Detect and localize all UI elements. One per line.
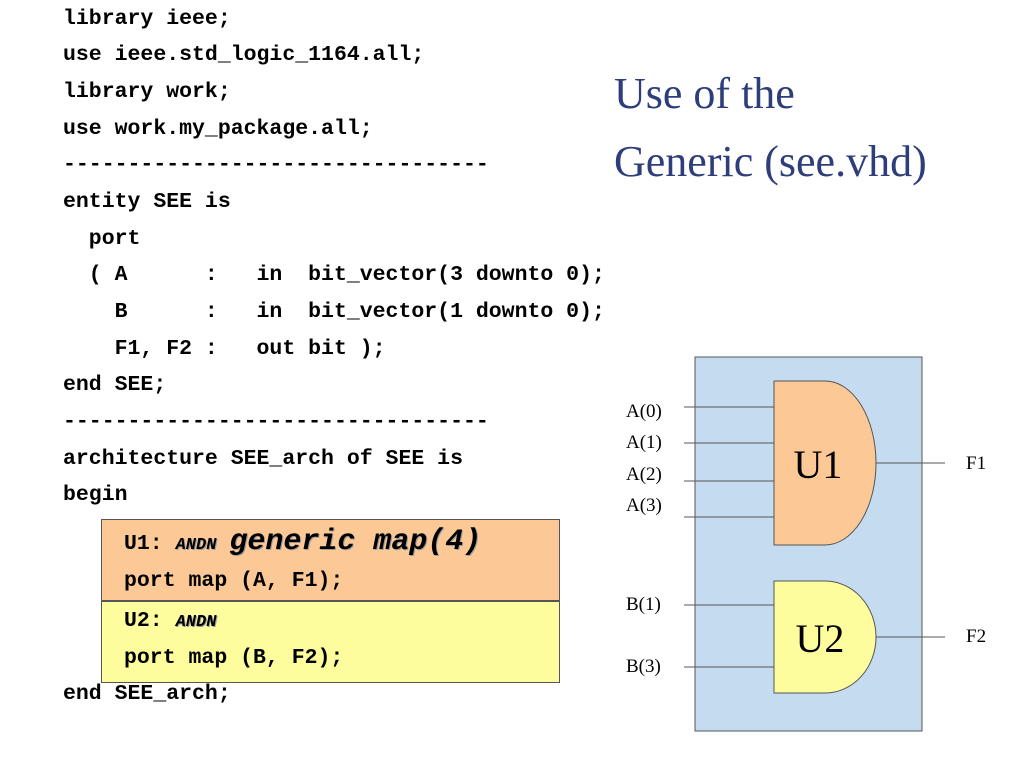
- u1-gate-label: U1: [794, 442, 843, 487]
- u2-gate-label: U2: [796, 616, 845, 661]
- slide-title-line-2: Generic (see.vhd): [614, 137, 927, 186]
- code-end-line: end SEE_arch;: [63, 682, 231, 706]
- u1-and-gate-shape: [773, 380, 877, 546]
- u1-instance-line: U1: ANDN generic map(4): [124, 527, 481, 559]
- code-line-7: port: [63, 227, 141, 251]
- u2-input-label-0: B(1): [626, 594, 661, 615]
- u1-input-label-2: A(2): [626, 464, 662, 485]
- u2-instance-line: U2: ANDN: [124, 608, 216, 636]
- u1-input-label-3: A(3): [626, 495, 662, 516]
- code-line-13: architecture SEE_arch of SEE is: [63, 447, 463, 471]
- u2-component-name: ANDN: [175, 613, 217, 632]
- code-line-8: ( A : in bit_vector(3 downto 0);: [63, 263, 605, 287]
- u2-code-box: U2: ANDN port map (B, F2);: [101, 601, 560, 683]
- u1-generic-map: generic map(4): [229, 525, 482, 559]
- code-line-1: library ieee;: [63, 7, 231, 31]
- u2-port-map: port map (B, F2);: [124, 646, 344, 670]
- u1-input-label-1: A(1): [626, 432, 662, 453]
- u1-output-label: F1: [966, 453, 986, 474]
- u1-gate: U1: [684, 380, 945, 546]
- code-line-9: B : in bit_vector(1 downto 0);: [63, 300, 605, 324]
- u1-port-map: port map (A, F1);: [124, 569, 344, 593]
- u2-prefix: U2:: [124, 609, 176, 633]
- code-line-14: begin: [63, 483, 128, 507]
- code-line-6: entity SEE is: [63, 190, 231, 214]
- u2-and-gate-shape: [773, 580, 877, 694]
- slide-title-line-1: Use of the: [614, 69, 795, 118]
- code-line-4: use work.my_package.all;: [63, 117, 373, 141]
- code-line-11: end SEE;: [63, 373, 167, 397]
- code-line-2: use ieee.std_logic_1164.all;: [63, 43, 425, 67]
- u1-code-box: U1: ANDN generic map(4) port map (A, F1)…: [101, 519, 560, 601]
- code-separator-2: ---------------------------------: [63, 410, 489, 434]
- u2-output-label: F2: [966, 626, 986, 647]
- u1-component-name: ANDN: [175, 536, 217, 555]
- u2-gate: U2: [684, 580, 945, 694]
- u2-input-label-1: B(3): [626, 656, 661, 677]
- code-line-10: F1, F2 : out bit );: [63, 337, 386, 361]
- u1-input-label-0: A(0): [626, 401, 662, 422]
- u1-prefix: U1:: [124, 532, 176, 556]
- code-separator-1: ---------------------------------: [63, 153, 489, 177]
- code-line-3: library work;: [63, 80, 231, 104]
